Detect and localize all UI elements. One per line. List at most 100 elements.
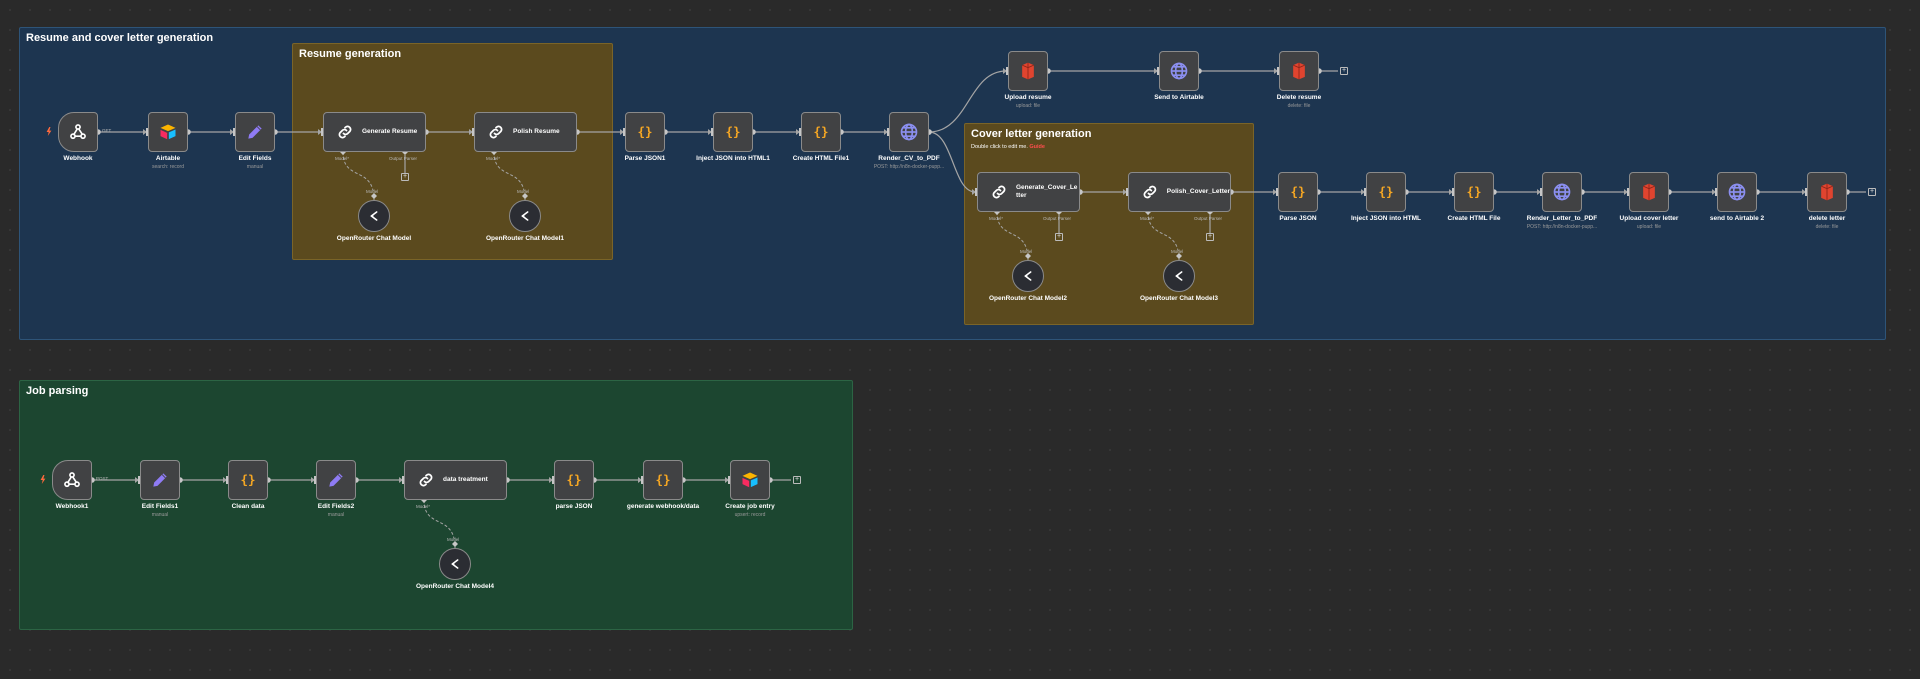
- sub-port-handle[interactable]: [1025, 253, 1031, 259]
- edit-fields1-node[interactable]: [140, 460, 180, 500]
- input-handle[interactable]: [1805, 188, 1808, 196]
- node-label: send to Airtable 2: [1709, 215, 1765, 222]
- openrouter-icon: [366, 208, 382, 224]
- openrouter-model3-node[interactable]: [1163, 260, 1195, 292]
- sub-port-handle[interactable]: [522, 193, 528, 199]
- trigger-bolt-icon: [40, 475, 46, 484]
- inject-json-html1-node[interactable]: [713, 112, 753, 152]
- inject-json-html-node[interactable]: [1366, 172, 1406, 212]
- upload-cover-letter-node[interactable]: [1629, 172, 1669, 212]
- input-handle[interactable]: [472, 128, 475, 136]
- input-handle[interactable]: [1277, 67, 1280, 75]
- input-handle[interactable]: [1715, 188, 1718, 196]
- parse-json-job-node[interactable]: [554, 460, 594, 500]
- edit-fields-node[interactable]: [235, 112, 275, 152]
- guide-link[interactable]: Guide: [1029, 144, 1045, 150]
- model-connection-wire[interactable]: [423, 499, 456, 549]
- wire-arrowhead: [223, 477, 227, 483]
- wire-arrowhead: [1154, 68, 1158, 74]
- send-to-airtable2-node[interactable]: [1717, 172, 1757, 212]
- create-html-file-node[interactable]: [1454, 172, 1494, 212]
- add-output-parser-button[interactable]: +: [401, 173, 409, 181]
- input-handle[interactable]: [1157, 67, 1160, 75]
- model-connection-wire[interactable]: [996, 211, 1029, 261]
- clean-data-node[interactable]: [228, 460, 268, 500]
- openrouter-model2-node[interactable]: [1012, 260, 1044, 292]
- wire-arrowhead: [311, 477, 315, 483]
- input-handle[interactable]: [1276, 188, 1279, 196]
- generate-cover-letter-node[interactable]: Generate_Cover_Le tter: [977, 172, 1080, 212]
- input-handle[interactable]: [641, 476, 644, 484]
- input-handle[interactable]: [1126, 188, 1129, 196]
- input-handle[interactable]: [138, 476, 141, 484]
- generate-resume-node[interactable]: Generate Resume: [323, 112, 426, 152]
- delete-letter-node[interactable]: [1807, 172, 1847, 212]
- polish-resume-node[interactable]: Polish Resume: [474, 112, 577, 152]
- create-html-file1-node[interactable]: [801, 112, 841, 152]
- add-output-parser-button[interactable]: +: [1055, 233, 1063, 241]
- input-handle[interactable]: [1540, 188, 1543, 196]
- openrouter-model1-node[interactable]: [509, 200, 541, 232]
- input-handle[interactable]: [1627, 188, 1630, 196]
- sub-port-handle[interactable]: [371, 193, 377, 199]
- generate-webhook-data-node[interactable]: [643, 460, 683, 500]
- node-label: OpenRouter Chat Model4: [415, 583, 494, 590]
- input-handle[interactable]: [1452, 188, 1455, 196]
- input-handle[interactable]: [233, 128, 236, 136]
- group-cover-letter-generation[interactable]: Cover letter generation Double click to …: [964, 123, 1254, 325]
- polish-cover-letter-node[interactable]: Polish_Cover_Letter: [1128, 172, 1231, 212]
- input-handle[interactable]: [799, 128, 802, 136]
- create-job-entry-node[interactable]: [730, 460, 770, 500]
- wire-arrowhead: [1802, 189, 1806, 195]
- trigger-bolt-icon: [46, 127, 52, 136]
- model-connection-wire[interactable]: [342, 151, 375, 201]
- data-treatment-node[interactable]: data treatment: [404, 460, 507, 500]
- model-connection-wire[interactable]: [1147, 211, 1180, 261]
- group-job-parsing[interactable]: Job parsing: [19, 380, 853, 630]
- parse-json-node[interactable]: [1278, 172, 1318, 212]
- port-label: Model*: [989, 216, 1004, 221]
- input-handle[interactable]: [975, 188, 978, 196]
- model-connection-wire[interactable]: [493, 151, 526, 201]
- connection-wire[interactable]: [928, 131, 976, 193]
- openrouter-model-node[interactable]: [358, 200, 390, 232]
- input-handle[interactable]: [1006, 67, 1009, 75]
- connection-wire[interactable]: [928, 70, 1007, 133]
- upload-resume-node[interactable]: [1008, 51, 1048, 91]
- input-handle[interactable]: [711, 128, 714, 136]
- sub-port-handle[interactable]: [1176, 253, 1182, 259]
- input-handle[interactable]: [728, 476, 731, 484]
- port-label: Model*: [1140, 216, 1155, 221]
- add-node-button[interactable]: +: [1340, 67, 1348, 75]
- webhook1-node[interactable]: [52, 460, 92, 500]
- parse-json1-node[interactable]: [625, 112, 665, 152]
- add-node-button[interactable]: +: [793, 476, 801, 484]
- add-node-button[interactable]: +: [1868, 188, 1876, 196]
- webhook-node[interactable]: [58, 112, 98, 152]
- airtable-node[interactable]: [148, 112, 188, 152]
- node-label: Webhook1: [55, 503, 89, 510]
- edit-fields2-node[interactable]: [316, 460, 356, 500]
- render-cv-pdf-node[interactable]: [889, 112, 929, 152]
- pencil-icon: [326, 470, 346, 490]
- input-handle[interactable]: [226, 476, 229, 484]
- input-handle[interactable]: [552, 476, 555, 484]
- input-handle[interactable]: [314, 476, 317, 484]
- input-handle[interactable]: [1364, 188, 1367, 196]
- node-label: Polish Resume: [513, 128, 560, 136]
- input-handle[interactable]: [146, 128, 149, 136]
- send-to-airtable-node[interactable]: [1159, 51, 1199, 91]
- port-label: Model: [447, 537, 460, 542]
- node-subtitle: manual: [246, 164, 264, 170]
- input-handle[interactable]: [321, 128, 324, 136]
- input-handle[interactable]: [623, 128, 626, 136]
- port-label: POST: [96, 476, 109, 481]
- input-handle[interactable]: [402, 476, 405, 484]
- openrouter-model4-node[interactable]: [439, 548, 471, 580]
- add-output-parser-button[interactable]: +: [1206, 233, 1214, 241]
- input-handle[interactable]: [887, 128, 890, 136]
- delete-resume-node[interactable]: [1279, 51, 1319, 91]
- sub-port-handle[interactable]: [452, 541, 458, 547]
- render-letter-pdf-node[interactable]: [1542, 172, 1582, 212]
